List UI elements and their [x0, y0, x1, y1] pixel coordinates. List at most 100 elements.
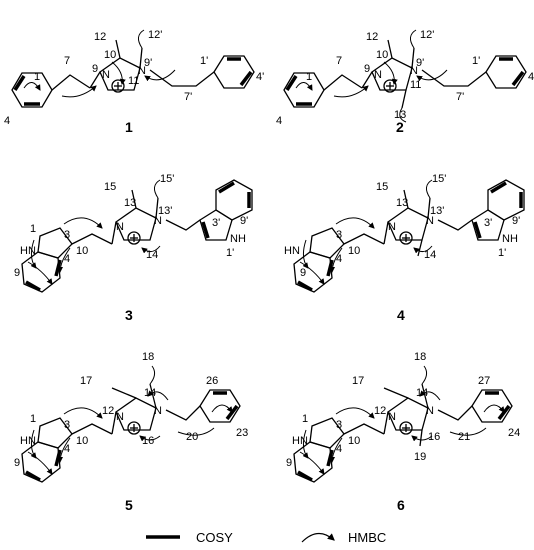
atom-label: HN [20, 435, 36, 447]
atom-label: NH [230, 233, 246, 245]
atom-label: 9' [512, 215, 520, 227]
legend: COSY HMBC [146, 530, 386, 545]
atom-label: 4' [256, 71, 264, 83]
atom-label: 1' [200, 55, 208, 67]
atom-label: 7 [336, 55, 342, 67]
atom-label: 13 [124, 197, 136, 209]
atom-label: 11 [128, 75, 139, 87]
compound-number: 3 [125, 307, 133, 323]
atom-label: 14 [146, 249, 158, 261]
atom-label: 12 [366, 31, 378, 43]
atom-label: 9' [416, 57, 424, 69]
atom-label: 4 [336, 253, 342, 265]
atom-label: 16 [428, 431, 440, 443]
atom-label: N [138, 65, 146, 77]
atom-label: N [410, 65, 418, 77]
atom-label: 10 [376, 49, 388, 61]
atom-label: 1' [498, 247, 506, 259]
atom-label: 12' [420, 29, 434, 41]
atom-label: 1 [302, 413, 308, 425]
atom-label: N [388, 411, 396, 423]
atom-label: 9 [300, 267, 306, 279]
atom-label: 3 [336, 229, 342, 241]
atom-label: 17 [80, 375, 92, 387]
atom-label: 10 [348, 245, 360, 257]
atom-label: 7 [64, 55, 70, 67]
atom-label: 14 [424, 249, 436, 261]
atom-label: 4' [528, 71, 534, 83]
atom-label: 9' [240, 215, 248, 227]
atom-label: 23 [236, 427, 248, 439]
atom-label: 4 [276, 115, 282, 127]
atom-label: 15 [376, 181, 388, 193]
atom-label: 18 [142, 351, 154, 363]
atom-label: 4 [4, 115, 10, 127]
atom-label: 15' [160, 173, 174, 185]
atom-label: 16 [142, 435, 154, 447]
atom-label: 10 [76, 245, 88, 257]
atom-label: 3' [212, 217, 220, 229]
atom-label: 1' [226, 247, 234, 259]
atom-label: N [154, 215, 162, 227]
compound-number: 1 [125, 119, 133, 135]
atom-label: 3 [64, 229, 70, 241]
cosy-legend-label: COSY [196, 530, 233, 545]
compound-number: 6 [397, 497, 405, 513]
atom-label: 9 [92, 63, 98, 75]
atom-label: 12' [148, 29, 162, 41]
atom-label: 3 [336, 419, 342, 431]
atom-label: 10 [76, 435, 88, 447]
compound-number: 5 [125, 497, 133, 513]
atom-label: 9 [14, 457, 20, 469]
hmbc-legend-label: HMBC [348, 530, 386, 545]
atom-label: 13' [158, 205, 172, 217]
hmbc-legend-arrow [301, 532, 335, 543]
atom-label: 3 [64, 419, 70, 431]
compound-4-structure [293, 179, 525, 293]
compound-3-structure [21, 179, 253, 293]
atom-label: 15' [432, 173, 446, 185]
atom-label: 1 [34, 71, 40, 83]
atom-label: N [426, 215, 434, 227]
atom-label: N [154, 405, 162, 417]
atom-label: 1' [472, 55, 480, 67]
atom-label: NH [502, 233, 518, 245]
atom-label: 7' [456, 91, 464, 103]
atom-label: 13' [430, 205, 444, 217]
atom-label: 13 [394, 109, 406, 121]
atom-label: HN [292, 435, 308, 447]
atom-label: 12 [102, 405, 114, 417]
atom-label: 1 [30, 223, 36, 235]
atom-label: 4 [336, 443, 342, 455]
atom-label: 3' [484, 217, 492, 229]
atom-label: 9 [14, 267, 20, 279]
compound-2-structure [283, 29, 527, 123]
atom-label: 7' [184, 91, 192, 103]
compound-number: 4 [397, 307, 405, 323]
atom-label: 13 [396, 197, 408, 209]
atom-label: 4 [64, 443, 70, 455]
atom-label: 9 [286, 457, 292, 469]
atom-label: 9 [364, 63, 370, 75]
atom-label: 14 [416, 387, 428, 399]
atom-label: HN [20, 245, 36, 257]
atom-label: N [426, 405, 434, 417]
atom-label: 10 [104, 49, 116, 61]
atom-label: 14 [144, 387, 156, 399]
atom-label: 9' [144, 57, 152, 69]
atom-label: 15 [104, 181, 116, 193]
atom-label: 11 [410, 79, 421, 91]
atom-label: N [374, 69, 382, 81]
atom-label: N [116, 411, 124, 423]
atom-label: 1 [306, 71, 312, 83]
atom-label: 21 [458, 431, 470, 443]
compound-number: 2 [396, 119, 404, 135]
atom-label: 27 [478, 375, 490, 387]
atom-label: 4 [64, 253, 70, 265]
compound-6-structure [293, 365, 513, 483]
atom-label: 17 [352, 375, 364, 387]
atom-label: 19 [414, 451, 426, 463]
atom-label: 10 [348, 435, 360, 447]
atom-label: 20 [186, 431, 198, 443]
atom-label: N [102, 69, 110, 81]
